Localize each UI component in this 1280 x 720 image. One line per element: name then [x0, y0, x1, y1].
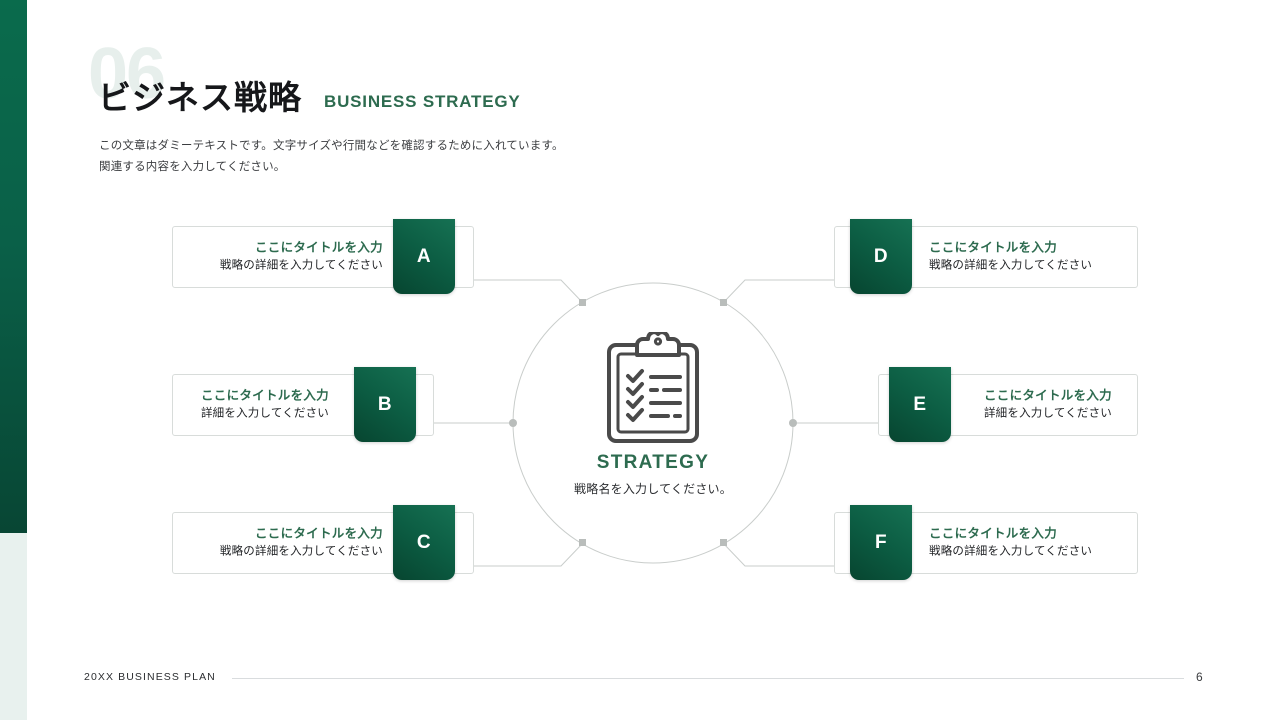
center-label: STRATEGY 戦略名を入力してください。 [513, 452, 793, 497]
sidebar-accent-bar-light [0, 533, 27, 720]
strategy-card-a-title: ここにタイトルを入力 [254, 240, 383, 255]
page-title: ビジネス戦略 BUSINESS STRATEGY [98, 79, 521, 116]
strategy-badge-a[interactable]: A [393, 219, 455, 294]
strategy-card-f-desc: 戦略の詳細を入力してください [929, 545, 1093, 558]
strategy-card-b-desc: 詳細を入力してください [200, 407, 329, 420]
strategy-card-e-text: ここにタイトルを入力 詳細を入力してください [969, 387, 1127, 424]
strategy-card-d-desc: 戦略の詳細を入力してください [929, 259, 1093, 272]
footer-divider [232, 678, 1184, 679]
node-b [509, 419, 517, 427]
node-d [720, 299, 727, 306]
sidebar-accent-bar [0, 0, 27, 533]
strategy-card-d-text: ここにタイトルを入力 戦略の詳細を入力してください [929, 239, 1121, 276]
connector-d [722, 279, 834, 304]
strategy-card-c-text: ここにタイトルを入力 戦略の詳細を入力してください [189, 525, 383, 562]
strategy-card-a-text: ここにタイトルを入力 戦略の詳細を入力してください [189, 239, 383, 276]
node-f [720, 539, 727, 546]
strategy-card-e[interactable]: ここにタイトルを入力 詳細を入力してください [878, 374, 1138, 436]
strategy-badge-f[interactable]: F [850, 505, 912, 580]
section-number-watermark: 06 [88, 34, 166, 114]
node-a [579, 299, 586, 306]
clipboard-checklist-icon [607, 332, 699, 443]
strategy-card-f-text: ここにタイトルを入力 戦略の詳細を入力してください [929, 525, 1121, 562]
page-title-en: BUSINESS STRATEGY [324, 92, 521, 112]
page-subtitle: この文章はダミーテキストです。文字サイズや行間などを確認するために入れています。… [99, 136, 564, 179]
strategy-card-e-desc: 詳細を入力してください [983, 407, 1112, 420]
strategy-card-c-title: ここにタイトルを入力 [254, 526, 383, 541]
strategy-badge-e[interactable]: E [889, 367, 951, 442]
connector-c [474, 542, 584, 567]
strategy-card-b-text: ここにタイトルを入力 詳細を入力してください [183, 387, 347, 424]
connector-f [722, 542, 834, 567]
page-subtitle-line1: この文章はダミーテキストです。文字サイズや行間などを確認するために入れています。 [99, 140, 564, 152]
strategy-card-c-desc: 戦略の詳細を入力してください [219, 545, 383, 558]
strategy-card-a-desc: 戦略の詳細を入力してください [219, 259, 383, 272]
strategy-card-d-title: ここにタイトルを入力 [929, 240, 1058, 255]
node-c [579, 539, 586, 546]
page-subtitle-line2: 関連する内容を入力してください。 [99, 161, 286, 174]
connector-a [474, 279, 584, 304]
page-number: 6 [1196, 670, 1203, 684]
strategy-card-b-title: ここにタイトルを入力 [200, 388, 329, 403]
footer-label: 20XX BUSINESS PLAN [84, 671, 216, 683]
strategy-card-f-title: ここにタイトルを入力 [929, 526, 1058, 541]
node-e [789, 419, 797, 427]
center-title: STRATEGY [596, 452, 710, 473]
strategy-badge-c[interactable]: C [393, 505, 455, 580]
strategy-card-e-title: ここにタイトルを入力 [983, 388, 1112, 403]
center-subtitle: 戦略名を入力してください。 [574, 482, 732, 496]
strategy-badge-d[interactable]: D [850, 219, 912, 294]
strategy-badge-b[interactable]: B [354, 367, 416, 442]
page-title-ja: ビジネス戦略 [98, 79, 302, 116]
